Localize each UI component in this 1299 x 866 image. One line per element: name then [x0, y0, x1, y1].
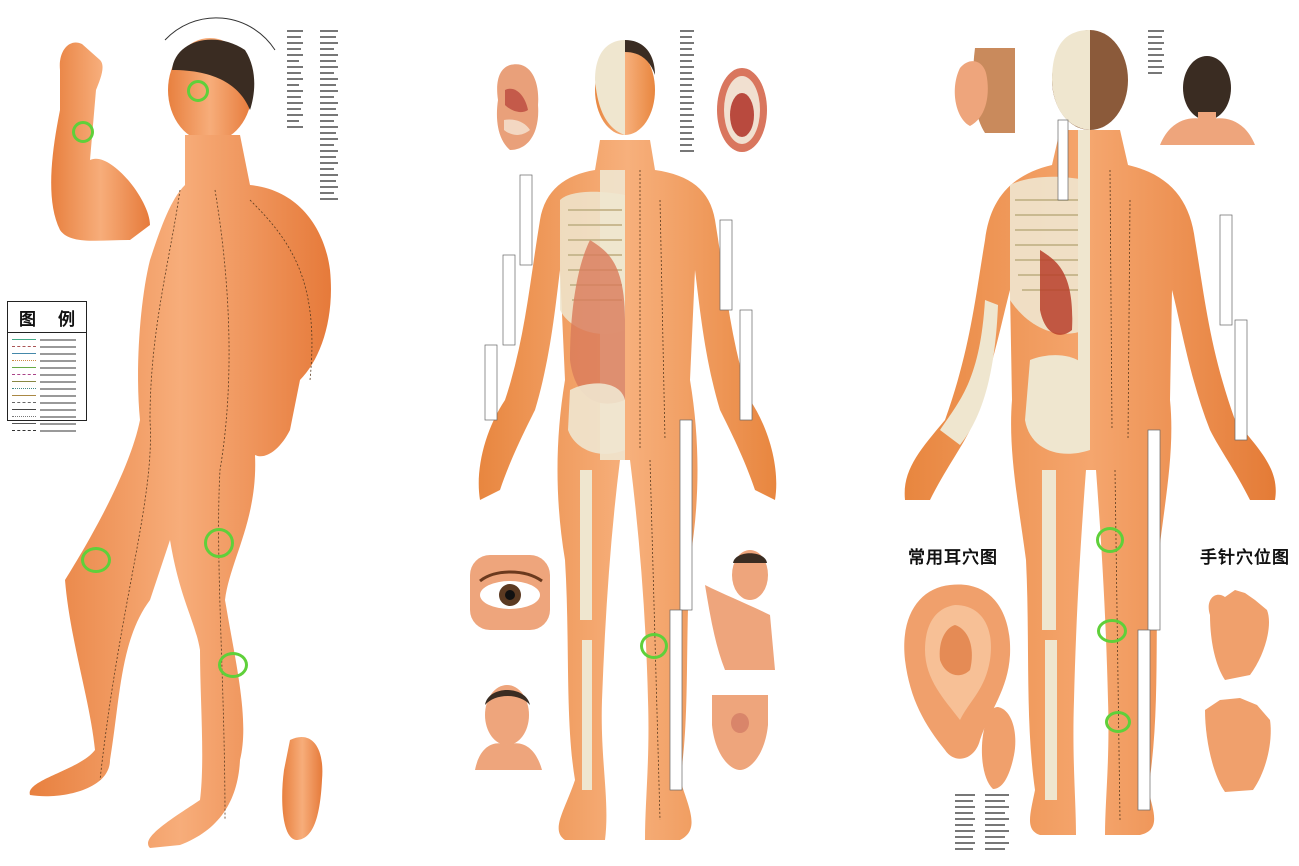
hand-back-inset [1195, 690, 1275, 795]
marker-knee-side [81, 547, 111, 573]
marker-thigh-back [1096, 527, 1124, 553]
back-head-inset [1160, 50, 1255, 145]
middle-index-col-1 [680, 28, 694, 154]
marker-calf-side [218, 652, 248, 678]
hand-chart-caption: 手针穴位图 [1200, 543, 1290, 568]
hand-palm-inset [1195, 585, 1275, 685]
legend-box: 图 例 [7, 301, 87, 421]
marker-thigh-side [204, 528, 234, 558]
small-ear-inset [978, 705, 1018, 790]
left-index-col-1 [287, 28, 303, 130]
marker-shin-front [640, 633, 668, 659]
ear-index-col-1 [955, 792, 975, 852]
ear-chart-caption: 常用耳穴图 [908, 543, 998, 568]
marker-calf-back [1105, 711, 1131, 733]
ear-index-col-2 [985, 792, 1009, 852]
nasal-cavity-inset [490, 60, 545, 155]
face-up-inset [470, 675, 545, 770]
ear-side-inset [945, 48, 1015, 133]
marker-knee-back [1097, 619, 1127, 643]
legend-title: 图 例 [8, 302, 86, 333]
shoulder-inset [705, 545, 775, 670]
eye-inset [470, 555, 550, 630]
mouth-inset [715, 65, 770, 155]
pelvis-inset [710, 695, 770, 770]
left-index-col-2 [320, 28, 338, 202]
marker-wrist [72, 121, 94, 143]
marker-eye-side [187, 80, 209, 102]
